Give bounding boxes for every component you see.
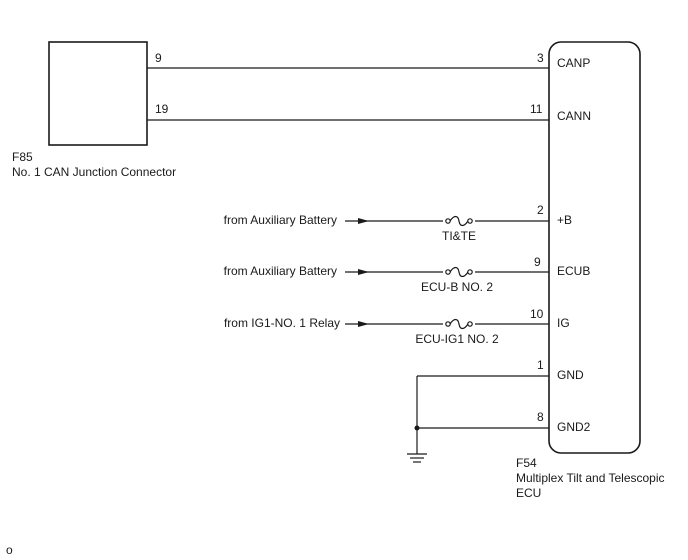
ig-source: from IG1-NO. 1 Relay <box>224 316 340 330</box>
f54-code: F54 <box>516 456 537 470</box>
canp-terminal: CANP <box>557 56 590 70</box>
f85-code: F85 <box>12 150 33 164</box>
ecub-arrow-icon <box>358 269 369 275</box>
canp-left-pin: 9 <box>155 51 162 65</box>
plus-b-terminal: +B <box>557 213 572 227</box>
f54-name-line1: Multiplex Tilt and Telescopic <box>516 471 665 485</box>
cann-right-pin: 11 <box>530 102 543 116</box>
ig-arrow-icon <box>358 321 369 327</box>
ig-fuse-label: ECU-IG1 NO. 2 <box>415 332 499 346</box>
footer-mark: o <box>6 543 13 557</box>
cann-left-pin: 19 <box>155 102 169 116</box>
gnd-pin: 1 <box>537 358 544 372</box>
gnd2-terminal: GND2 <box>557 420 591 434</box>
f54-ecu-box <box>548 41 641 454</box>
ecub-fuse-icon <box>443 266 475 278</box>
ecub-source: from Auxiliary Battery <box>224 264 337 278</box>
ecub-pin: 9 <box>534 255 541 269</box>
ground-icon <box>407 453 427 463</box>
ig-fuse-icon <box>443 318 475 330</box>
plus-b-fuse-label: TI&TE <box>442 229 476 243</box>
f54-name-line2: ECU <box>516 486 541 500</box>
ig-pin: 10 <box>530 307 544 321</box>
ecub-terminal: ECUB <box>557 264 590 278</box>
plus-b-pin: 2 <box>537 203 544 217</box>
ecub-fuse-label: ECU-B NO. 2 <box>421 280 493 294</box>
gnd2-pin: 8 <box>537 410 544 424</box>
f85-connector-box <box>48 41 148 146</box>
ig-terminal: IG <box>557 316 570 330</box>
gnd-terminal: GND <box>557 368 584 382</box>
cann-terminal: CANN <box>557 109 591 123</box>
plus-b-source: from Auxiliary Battery <box>224 213 337 227</box>
canp-right-pin: 3 <box>537 51 544 65</box>
plus-b-arrow-icon <box>358 218 369 224</box>
ground-junction-dot <box>414 425 420 431</box>
plus-b-fuse-icon <box>443 215 475 227</box>
f85-name: No. 1 CAN Junction Connector <box>12 165 176 179</box>
